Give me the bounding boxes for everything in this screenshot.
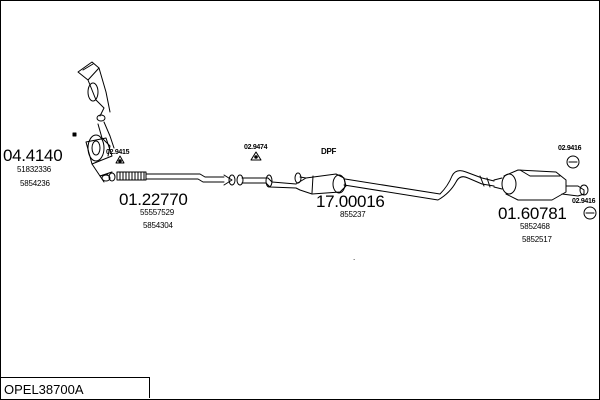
rubber-mount-02-9416-b: [583, 206, 597, 220]
assembly-code: OPEL38700A: [4, 382, 84, 397]
part-number-04-4140: 04.4140: [3, 146, 63, 165]
particulate-filter: [241, 172, 347, 195]
flex-pipe: [99, 171, 147, 182]
oe-number: 51832336: [17, 165, 51, 174]
dpf-label: DPF: [321, 147, 337, 156]
dot-mark: .: [353, 253, 356, 262]
fitting-label-02-9416: 02.9416: [558, 145, 582, 152]
centre-pipe: [343, 170, 503, 201]
oe-number: 5852468: [520, 222, 550, 231]
oe-number: 55557529: [140, 208, 174, 217]
fitting-label-02-9416: 02.9416: [572, 198, 596, 205]
oe-number: 5854304: [143, 221, 173, 230]
part-number-01-22770: 01.22770: [119, 190, 188, 209]
rubber-mount-02-9416-a: [566, 155, 580, 169]
catalytic-converter: [72, 61, 115, 183]
part-number-17-00016: 17.00016: [316, 192, 385, 211]
fitting-label-02-9474: 02.9474: [244, 144, 268, 151]
front-pipe: [145, 173, 244, 186]
oe-number: 855237: [340, 210, 366, 219]
oe-number: 5854236: [20, 179, 50, 188]
title-block: OPEL38700A: [0, 377, 150, 398]
gasket-02-9474: [250, 151, 262, 161]
oe-number: 5852517: [522, 235, 552, 244]
gasket-02-9415: [115, 155, 125, 164]
part-number-01-60781: 01.60781: [498, 204, 567, 223]
rear-muffler: [501, 169, 589, 201]
fitting-label-02-9415: 02.9415: [106, 149, 130, 156]
